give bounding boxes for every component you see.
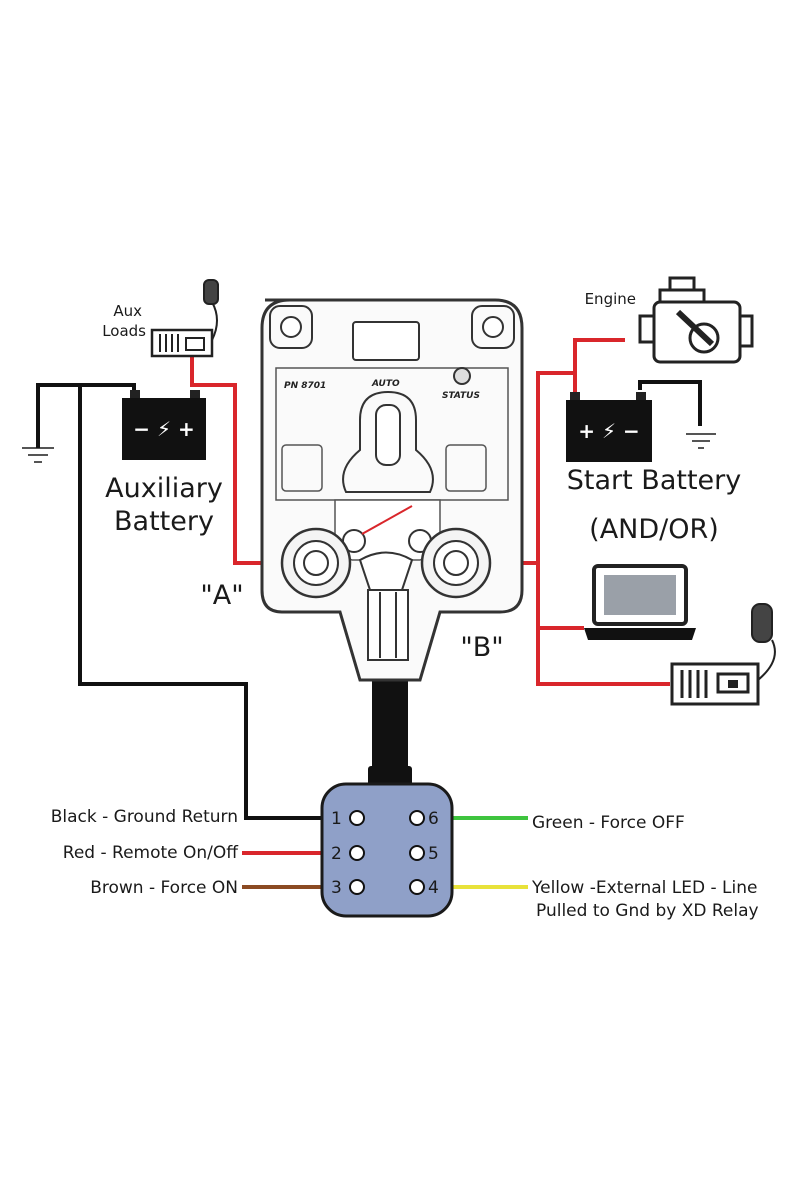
relay-part-number: PN 8701	[284, 381, 326, 391]
red-wire-start-battery	[538, 371, 577, 395]
start-battery-label-line1: Start Battery	[567, 465, 741, 496]
engine-label: Engine	[585, 290, 636, 308]
aux-loads-radio-icon	[150, 279, 219, 358]
relay-auto-label: AUTO	[371, 379, 400, 389]
laptop-icon	[584, 564, 696, 640]
engine-icon	[638, 276, 754, 364]
aux-loads-label-line2: Loads	[102, 322, 146, 340]
green-wire-label: Green - Force OFF	[532, 813, 685, 833]
radio-icon	[670, 662, 760, 706]
black-wire-ground-return	[78, 385, 322, 820]
red-wire-radio	[536, 628, 670, 686]
aux-battery-label-line2: Battery	[114, 506, 214, 537]
aux-battery-symbol: − ⚡ +	[133, 417, 194, 441]
red-wire-laptop	[536, 563, 584, 630]
terminal-b-label: "B"	[460, 632, 503, 663]
pin-5-label: 5	[428, 844, 439, 864]
relay-icon: PN 8701 AUTO STATUS	[260, 298, 524, 682]
black-wire-aux-ground	[36, 383, 136, 432]
pin-6-label: 6	[428, 809, 439, 829]
status-led-icon	[453, 367, 471, 385]
ground-icon	[686, 433, 716, 449]
black-wire-label: Black - Ground Return	[51, 807, 238, 827]
pin-1-label: 1	[331, 809, 342, 829]
pin-4-label: 4	[428, 878, 439, 898]
connector-6-pin: 1 2 3 6 5 4	[320, 782, 454, 918]
microphone-icon	[751, 603, 776, 681]
ground-icon	[22, 447, 54, 463]
brown-wire-label: Brown - Force ON	[90, 878, 238, 898]
pin-3-label: 3	[331, 878, 342, 898]
aux-loads-label-line1: Aux	[113, 302, 142, 320]
battery-icon: + ⚡ −	[566, 392, 652, 462]
relay-status-label: STATUS	[442, 391, 480, 401]
yellow-wire-label-line1: Yellow -External LED - Line	[531, 878, 757, 898]
aux-battery-label-line1: Auxiliary	[105, 473, 223, 504]
battery-icon: − ⚡ +	[122, 390, 206, 460]
start-battery-label-line2: (AND/OR)	[589, 514, 719, 545]
black-wire-start-ground	[638, 380, 702, 426]
red-wire-label: Red - Remote On/Off	[63, 843, 240, 863]
pin-2-label: 2	[331, 844, 342, 864]
terminal-a-label: "A"	[200, 580, 243, 611]
start-battery-symbol: + ⚡ −	[578, 419, 639, 443]
yellow-wire-label-line2: Pulled to Gnd by XD Relay	[536, 901, 759, 921]
connector-cap	[368, 766, 412, 786]
